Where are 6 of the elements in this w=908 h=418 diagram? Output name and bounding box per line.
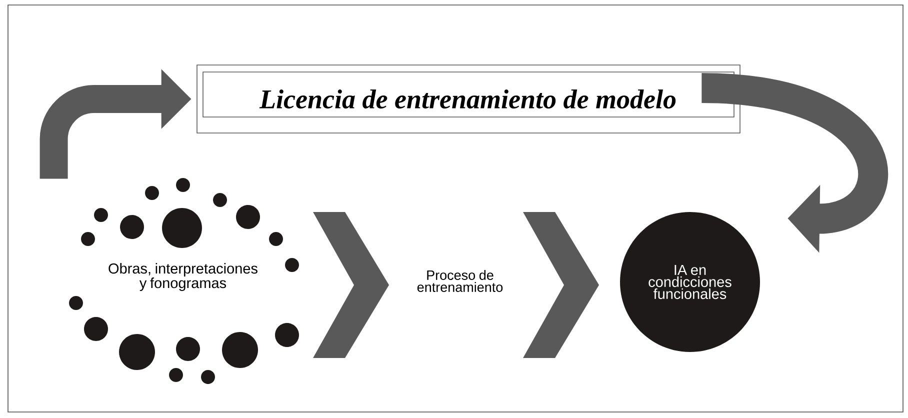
chevron-arrow xyxy=(313,212,389,358)
text-label: Obras, interpretaciones y fonogramas xyxy=(108,263,258,292)
circle-node: IA en condicciones funcionales xyxy=(620,212,760,352)
text-label: Proceso de entrenamiento xyxy=(417,270,503,292)
chevron-arrow xyxy=(523,212,599,358)
title-box: Licencia de entrenamiento de modelo xyxy=(196,64,740,134)
